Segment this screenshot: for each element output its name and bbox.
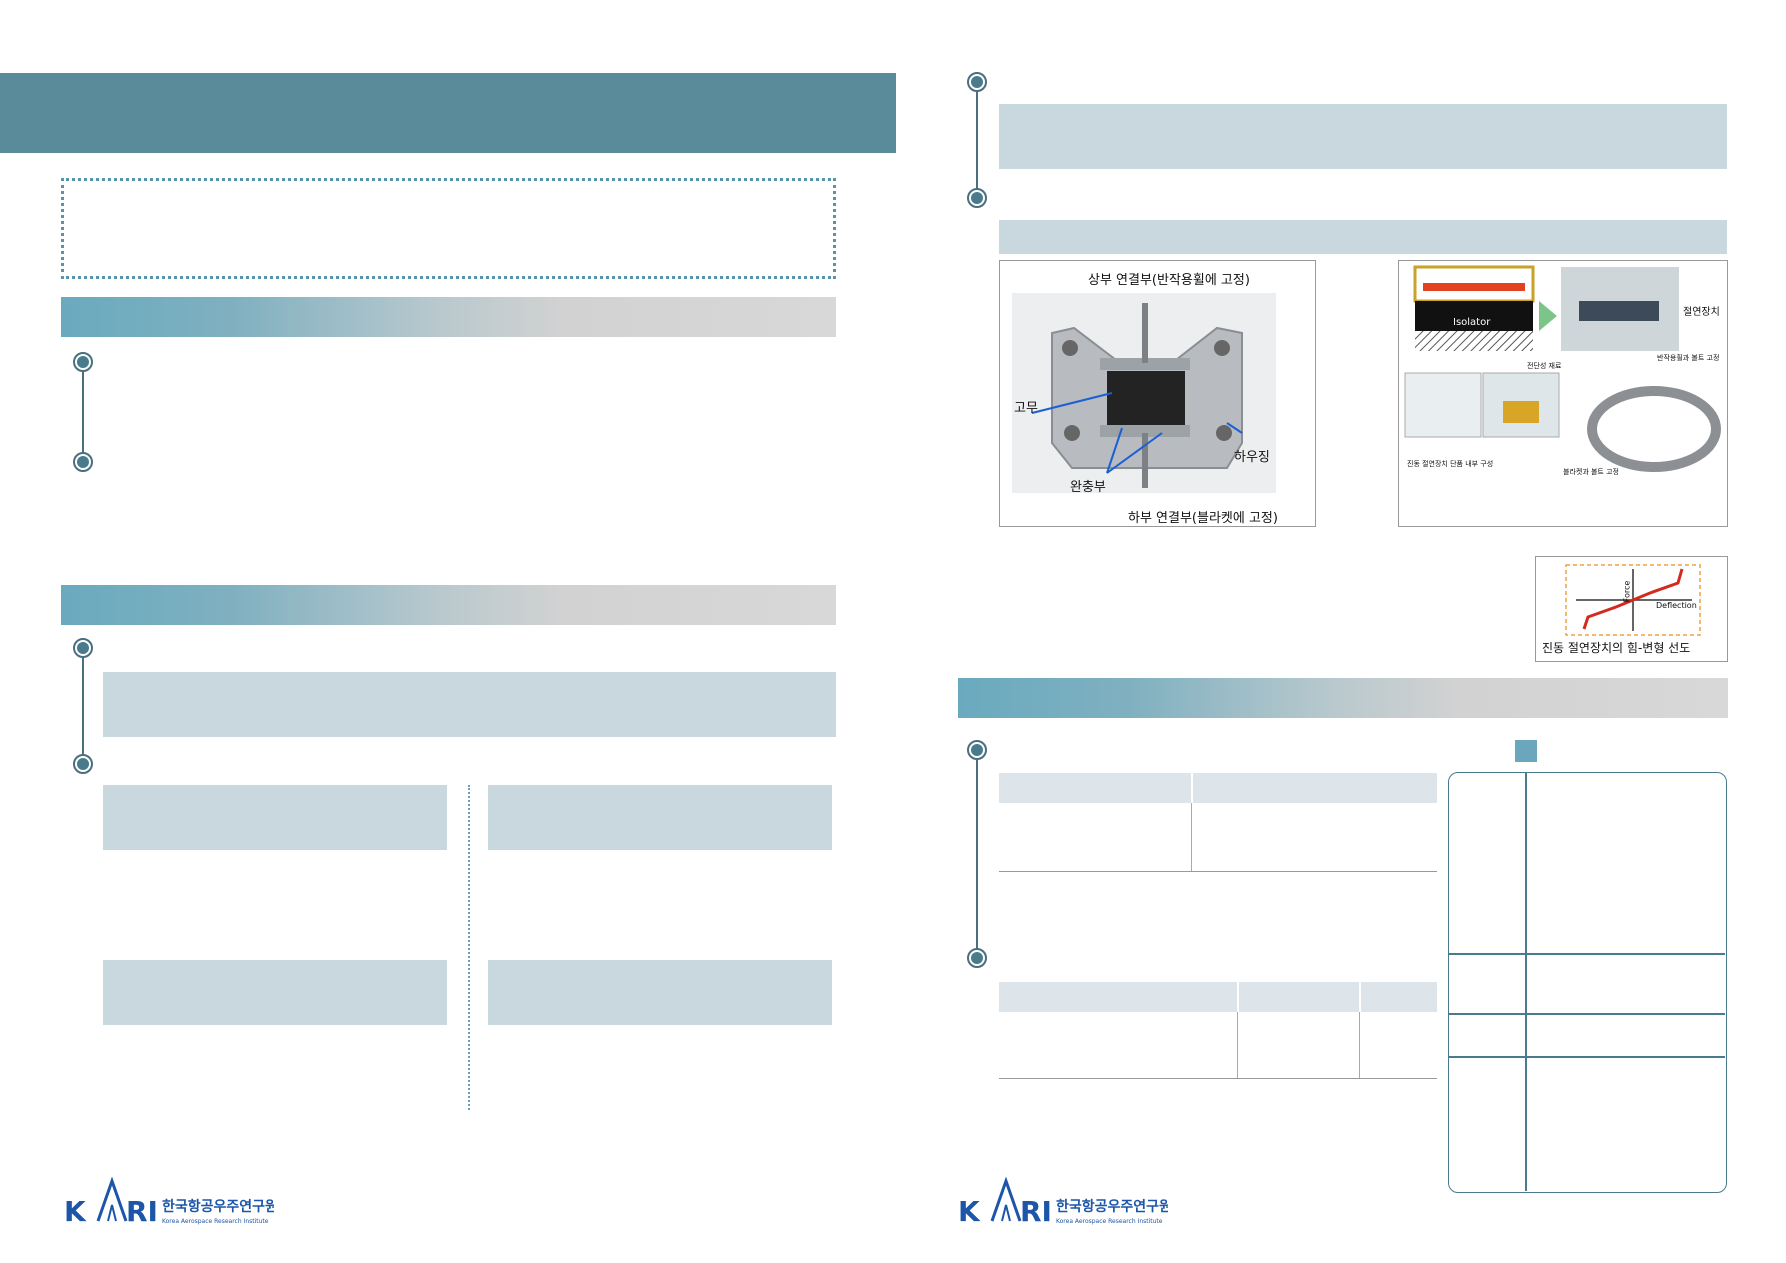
label-shear: 전단성 재료 [1527,362,1562,370]
section-bar-3 [958,678,1728,718]
table2-header [999,982,1437,1012]
svg-text:K: K [958,1195,981,1227]
label-isolator: Isolator [1453,317,1491,328]
label-unit-config: 진동 절연장치 단품 내부 구성 [1407,460,1494,468]
bullet-node [73,352,93,372]
label-buffer: 완충부 [1070,480,1106,495]
side-table-row-divider [1449,1056,1725,1058]
table1-bottom-rule [999,871,1437,872]
text-box [999,220,1727,254]
label-top-connector: 상부 연결부(반작용휠에 고정) [1088,273,1250,288]
svg-text:한국항공우주연구원: 한국항공우주연구원 [162,1198,274,1215]
side-table-row-divider [1449,953,1725,955]
bullet-node [73,638,93,658]
svg-text:한국항공우주연구원: 한국항공우주연구원 [1056,1198,1168,1215]
table2-header-divider [1359,982,1361,1012]
table2-col-divider [1237,1012,1238,1078]
bullet-node [967,188,987,208]
bullet-node [73,754,93,774]
section-bar-1 [61,297,836,337]
label-housing: 하우징 [1234,450,1270,465]
legend-square [1515,740,1537,762]
y-axis-label: Force [1622,580,1632,603]
force-deflection-figure: Deflection Force 진동 절연장치의 힘-변형 선도 [1535,556,1728,662]
isolator-photo [1012,293,1276,493]
label-bottom-connector: 하부 연결부(블라켓에 고정) [1128,511,1278,526]
side-table-col-divider [1525,773,1527,1191]
bullet-node [967,72,987,92]
assembly-diagram-frame: Isolator 절연장치 반작용휠과 볼트 고정 전단성 재료 진동 절연장치… [1398,260,1728,527]
svg-text:Korea Aerospace Research Insti: Korea Aerospace Research Institute [1056,1218,1163,1225]
timeline-4 [976,752,978,958]
summary-dotted-box [61,178,836,279]
bullet-node [967,948,987,968]
curve-caption: 진동 절연장치의 힘-변형 선도 [1542,641,1691,655]
svg-text:RI: RI [126,1195,158,1227]
timeline-1 [82,362,84,462]
text-box [103,960,447,1025]
svg-text:Korea Aerospace Research Insti: Korea Aerospace Research Institute [162,1218,269,1225]
label-bolt-fix: 반작용휠과 볼트 고정 [1657,354,1720,362]
text-box [103,672,836,737]
timeline-2 [82,648,84,764]
spec-side-table [1448,772,1727,1193]
label-bracket-fix: 블라켓과 볼트 고정 [1563,468,1619,476]
kari-logo: K RI 한국항공우주연구원 Korea Aerospace Research … [64,1175,278,1228]
table1-header-divider [1191,773,1193,803]
table2-col-divider [1359,1012,1360,1078]
column-divider [468,785,470,1110]
label-rubber: 고무 [1014,401,1038,416]
left-title-band [0,73,896,153]
isolator-photo-frame: 상부 연결부(반작용휠에 고정) 고무 하우징 완충부 하부 연결부(블라켓에 … [999,260,1316,527]
text-box [488,785,832,850]
bullet-node [967,740,987,760]
section-bar-2 [61,585,836,625]
svg-text:RI: RI [1020,1195,1052,1227]
timeline-3 [976,82,978,198]
side-table-row-divider [1449,1013,1725,1015]
table1-header [999,773,1437,803]
kari-logo: K RI 한국항공우주연구원 Korea Aerospace Research … [958,1175,1172,1228]
text-box [488,960,832,1025]
table1-col-divider [1191,803,1192,871]
table2-bottom-rule [999,1078,1437,1079]
table2-header-divider [1237,982,1239,1012]
bullet-node [73,452,93,472]
label-device: 절연장치 [1683,307,1720,318]
text-box [999,104,1727,169]
svg-text:K: K [64,1195,87,1227]
x-axis-label: Deflection [1656,601,1697,610]
text-box [103,785,447,850]
